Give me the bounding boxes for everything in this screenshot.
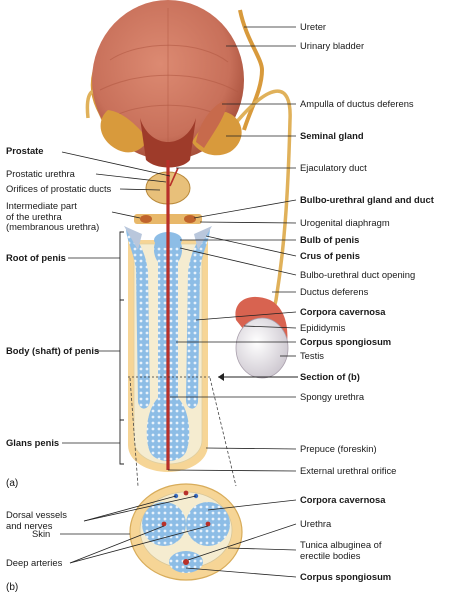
leader-lines-left bbox=[60, 151, 209, 564]
label-deep-arteries: Deep arteries bbox=[6, 557, 63, 568]
label-prepuce: Prepuce (foreskin) bbox=[300, 443, 377, 454]
label-corpus-spongiosum: Corpus spongiosum bbox=[300, 336, 392, 347]
label-testis: Testis bbox=[300, 350, 324, 361]
ureter-right bbox=[238, 9, 265, 131]
label-dorsal-vessels: Dorsal vessels and nerves bbox=[6, 509, 67, 531]
panel-a-label: (a) bbox=[6, 478, 19, 489]
leader-lines-right bbox=[167, 26, 297, 578]
label-spongy-urethra: Spongy urethra bbox=[300, 391, 365, 402]
bracket-root bbox=[119, 231, 124, 301]
label-external-urethral-orifice: External urethral orifice bbox=[300, 465, 397, 476]
seminal-gland-left bbox=[100, 110, 148, 153]
bulbo-urethral-gland-right bbox=[184, 215, 196, 223]
label-ductus-deferens: Ductus deferens bbox=[300, 286, 369, 297]
label-section-of-b: Section of (b) bbox=[300, 371, 360, 382]
dorsal-vessel-2 bbox=[183, 490, 189, 496]
bulbo-urethral-gland-left bbox=[140, 215, 152, 223]
bracket-glans bbox=[119, 419, 124, 465]
deep-artery-left bbox=[161, 521, 167, 527]
bracket-body bbox=[119, 299, 124, 421]
label-bulbo-urethral-opening: Bulbo-urethral duct opening bbox=[300, 269, 416, 280]
label-b-corpora-cavernosa: Corpora cavernosa bbox=[300, 494, 386, 505]
label-seminal-gland: Seminal gland bbox=[300, 130, 364, 141]
label-b-corpus-spongiosum: Corpus spongiosum bbox=[300, 571, 392, 582]
label-ampulla: Ampulla of ductus deferens bbox=[300, 98, 414, 109]
label-orifices-prostatic-ducts: Orifices of prostatic ducts bbox=[6, 183, 112, 194]
corpus-cavernosum-left bbox=[126, 228, 150, 409]
ejaculatory-duct bbox=[169, 167, 179, 187]
label-urogenital-diaphragm: Urogenital diaphragm bbox=[300, 217, 390, 228]
deep-artery-right bbox=[205, 521, 211, 527]
label-bulb-of-penis: Bulb of penis bbox=[300, 234, 360, 245]
ampulla-right bbox=[196, 100, 227, 148]
label-corpora-cavernosa: Corpora cavernosa bbox=[300, 306, 386, 317]
label-ejaculatory-duct: Ejaculatory duct bbox=[300, 162, 367, 173]
label-crus-of-penis: Crus of penis bbox=[300, 250, 360, 261]
panel-b-label: (b) bbox=[6, 582, 19, 593]
label-b-urethra: Urethra bbox=[300, 518, 332, 529]
label-prostate: Prostate bbox=[6, 145, 44, 156]
label-skin: Skin bbox=[32, 528, 51, 539]
label-root-of-penis: Root of penis bbox=[6, 252, 66, 263]
label-b-tunica: Tunica albuginea of erectile bodies bbox=[300, 539, 382, 561]
corpus-cavernosum-right bbox=[186, 228, 210, 409]
label-intermediate-urethra: Intermediate part of the urethra (membra… bbox=[6, 200, 100, 232]
testis bbox=[235, 317, 289, 379]
label-urinary-bladder: Urinary bladder bbox=[300, 40, 365, 51]
label-body-of-penis: Body (shaft) of penis bbox=[6, 345, 100, 356]
label-glans-penis: Glans penis bbox=[6, 437, 60, 448]
label-prostatic-urethra: Prostatic urethra bbox=[6, 168, 75, 179]
cross-section-urethra bbox=[183, 559, 189, 565]
label-bulbo-urethral-gland: Bulbo-urethral gland and duct bbox=[300, 194, 434, 205]
label-ureter: Ureter bbox=[300, 21, 327, 32]
label-epididymis: Epididymis bbox=[300, 322, 346, 333]
